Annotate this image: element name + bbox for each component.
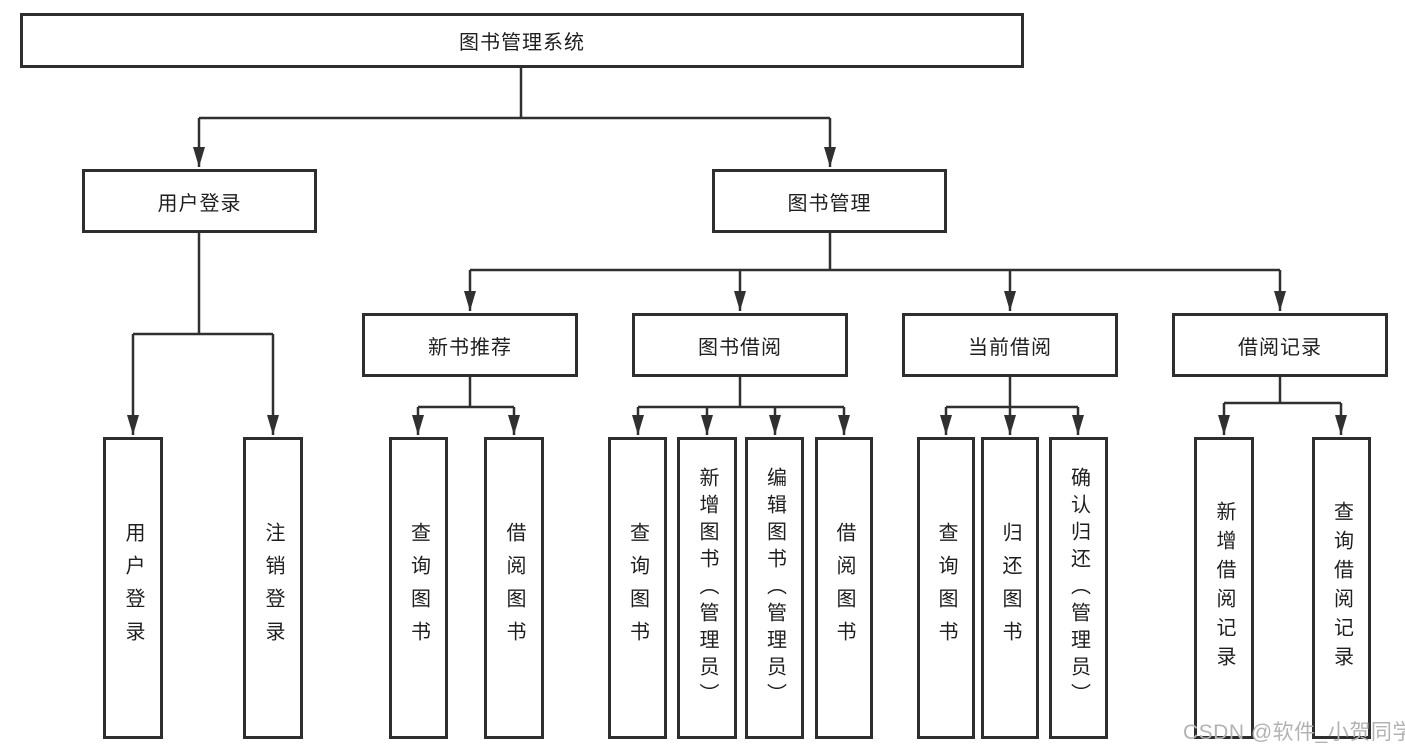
leaf-borrow-book-label: 借阅图书: [503, 522, 525, 654]
leaf-query-book-under-borrowing: 查询图书: [608, 437, 667, 739]
leaf-borrow-book-under-borrowing: 借阅图书: [815, 437, 873, 739]
node-current-borrowing-label: 当前借阅: [968, 336, 1052, 359]
leaf-edit-book-admin: 编辑图书（管理员）: [745, 437, 804, 739]
leaf-user-login-label: 用户登录: [122, 522, 144, 654]
leaf-logout-label: 注销登录: [262, 522, 284, 654]
node-user-login: 用户登录: [82, 169, 317, 233]
leaf-confirm-return-admin-label: 确认归还（管理员）: [1067, 466, 1090, 710]
leaf-query-book-label: 查询图书: [407, 522, 430, 654]
node-root: 图书管理系统: [20, 13, 1024, 68]
leaf-logout: 注销登录: [243, 437, 303, 739]
leaf-return-book: 归还图书: [981, 437, 1039, 739]
leaf-return-book-label: 归还图书: [999, 522, 1021, 654]
leaf-add-book-admin: 新增图书（管理员）: [677, 437, 737, 739]
leaf-add-borrow-record-label: 新增借阅记录: [1213, 501, 1235, 675]
node-current-borrowing: 当前借阅: [902, 313, 1118, 377]
leaf-query-borrow-record: 查询借阅记录: [1312, 437, 1371, 739]
node-borrowing-records: 借阅记录: [1172, 313, 1388, 377]
node-book-borrowing-label: 图书借阅: [698, 336, 782, 359]
node-book-management-label: 图书管理: [787, 192, 872, 215]
leaf-user-login: 用户登录: [103, 437, 163, 739]
leaf-add-book-admin-label: 新增图书（管理员）: [696, 466, 718, 710]
leaf-query-book-under-recommendation: 查询图书: [389, 437, 448, 739]
csdn-watermark: CSDN @软件_小贺同学: [1183, 721, 1405, 744]
node-user-login-label: 用户登录: [157, 192, 242, 215]
node-book-borrowing: 图书借阅: [632, 313, 848, 377]
leaf-query-book-label: 查询图书: [626, 522, 649, 654]
leaf-borrow-book-label: 借阅图书: [833, 522, 855, 654]
node-new-book-recommendation-label: 新书推荐: [428, 336, 512, 359]
leaf-confirm-return-admin: 确认归还（管理员）: [1049, 437, 1108, 739]
node-book-management: 图书管理: [712, 169, 947, 233]
leaf-query-book-under-current: 查询图书: [917, 437, 975, 739]
leaf-query-book-label: 查询图书: [935, 522, 957, 654]
node-new-book-recommendation: 新书推荐: [362, 313, 578, 377]
node-root-label: 图书管理系统: [459, 32, 585, 54]
leaf-borrow-book-under-recommendation: 借阅图书: [484, 437, 544, 739]
leaf-query-borrow-record-label: 查询借阅记录: [1330, 501, 1353, 675]
leaf-add-borrow-record: 新增借阅记录: [1194, 437, 1254, 739]
node-borrowing-records-label: 借阅记录: [1238, 336, 1322, 359]
leaf-edit-book-admin-label: 编辑图书（管理员）: [763, 466, 786, 710]
